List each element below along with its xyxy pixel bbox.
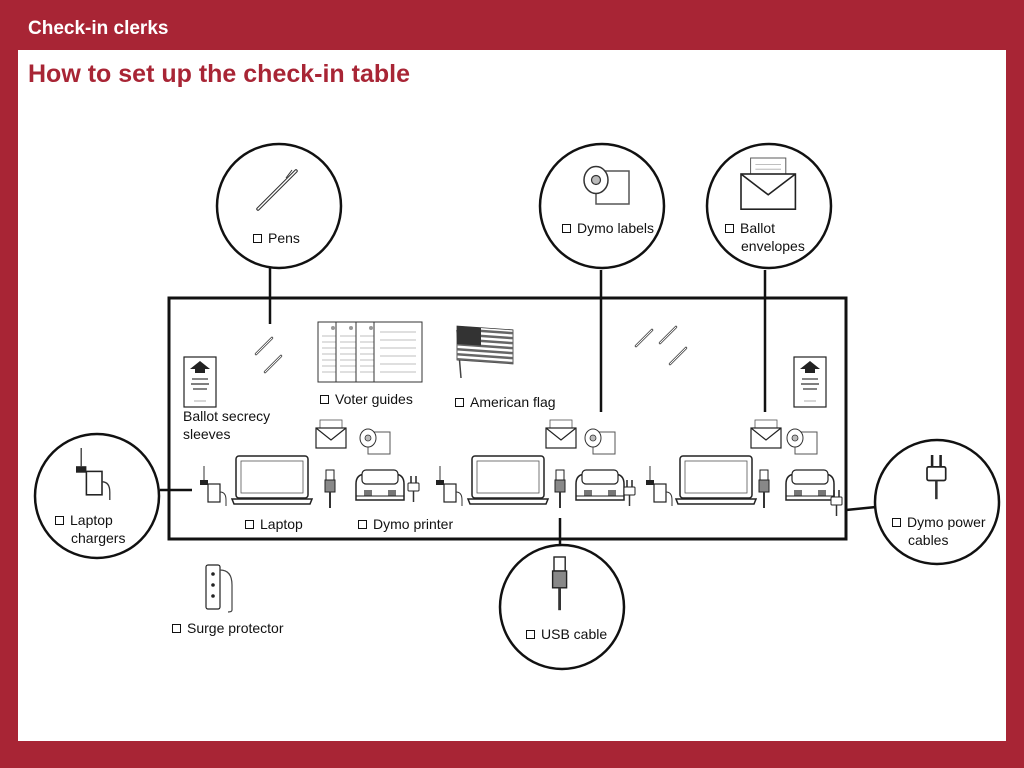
pens-label[interactable]: Pens: [253, 229, 300, 247]
checkbox-icon[interactable]: [892, 518, 901, 527]
flag-icon: [456, 325, 514, 379]
sleeve-icon: [183, 356, 217, 408]
dymo-power-circle: [873, 438, 1001, 566]
laptop-label[interactable]: Laptop: [245, 515, 303, 533]
laptop-chargers-circle: [33, 432, 161, 560]
sleeve-icon: [793, 356, 827, 408]
surge-protector-label[interactable]: Surge protector: [172, 619, 284, 637]
check-in-table: [167, 296, 848, 541]
checkbox-icon[interactable]: [358, 520, 367, 529]
surge-protector-icon: [205, 564, 233, 613]
checkbox-icon[interactable]: [725, 224, 734, 233]
checkbox-icon[interactable]: [455, 398, 464, 407]
power-connector: [845, 505, 877, 512]
usb-cable-label[interactable]: USB cable: [526, 625, 607, 643]
pens-circle: [215, 142, 343, 270]
checkbox-icon[interactable]: [245, 520, 254, 529]
checkbox-icon[interactable]: [172, 624, 181, 633]
checkbox-icon[interactable]: [55, 516, 64, 525]
pen-icon: [256, 169, 298, 211]
dymo-printer-label[interactable]: Dymo printer: [358, 515, 453, 533]
dymo-labels-label[interactable]: Dymo labels: [562, 219, 654, 237]
page-title: How to set up the check-in table: [28, 60, 410, 88]
laptop-icon: [231, 455, 757, 505]
voter-guides-label[interactable]: Voter guides: [320, 390, 413, 408]
checkbox-icon[interactable]: [253, 234, 262, 243]
american-flag-label[interactable]: American flag: [455, 393, 556, 411]
document-icon: [317, 321, 423, 383]
label-roll-icon: [359, 428, 818, 455]
dymo-labels-circle: [538, 142, 666, 270]
section-label: Check-in clerks: [28, 18, 169, 39]
checkbox-icon[interactable]: [526, 630, 535, 639]
checkbox-icon[interactable]: [320, 395, 329, 404]
envelope-icon: [740, 157, 797, 211]
checkbox-icon[interactable]: [562, 224, 571, 233]
